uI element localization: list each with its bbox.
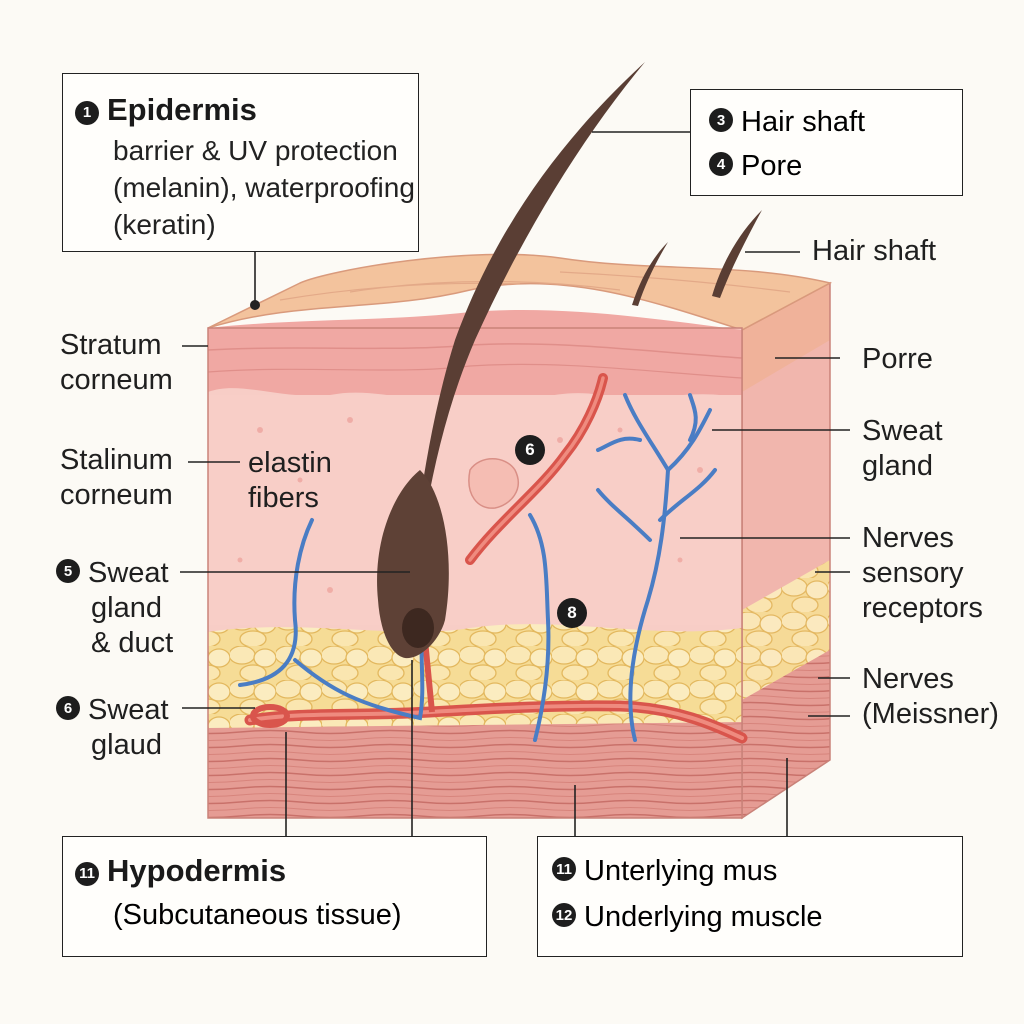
leader-lines — [180, 131, 850, 836]
pore-label: Pore — [741, 150, 803, 182]
hair-shaft-label: Hair shaft — [741, 106, 866, 138]
block-side-face — [741, 281, 831, 820]
nerves-sensory-label: Nerves sensory receptors — [862, 521, 983, 626]
sweat-glaud-label: 6 Sweat glaud — [56, 693, 169, 763]
epidermis-desc-line: (keratin) — [113, 209, 216, 240]
number-badge: 1 — [75, 100, 99, 125]
number-badge: 12 — [552, 903, 576, 928]
label-text: Sweat — [88, 694, 169, 726]
label-line: corneum — [60, 479, 173, 511]
nerves-meissner-label: Nerves (Meissner) — [862, 662, 999, 732]
hair-follicle — [377, 62, 645, 659]
underlying-muscle-label: Underlying muscle — [584, 901, 823, 933]
label-line: Stratum — [60, 329, 162, 361]
label-line: (Meissner) — [862, 698, 999, 730]
label-line: glaud — [91, 729, 162, 761]
elastin-fibers-label: elastin fibers — [248, 446, 332, 516]
sebaceous-gland — [468, 458, 519, 509]
sweat-gland-duct-label: 5 Sweat gland & duct — [56, 556, 173, 661]
porre-label: Porre — [862, 343, 933, 375]
marker-6: 6 — [515, 435, 545, 465]
label-line: fibers — [248, 482, 319, 514]
sweat-gland-side-label: Sweat gland — [862, 414, 943, 484]
muscle-callout-box: 11 Unterlying mus 12 Underlying muscle — [537, 836, 963, 957]
epidermis-callout-box: 1 Epidermis barrier & UV protection (mela… — [62, 73, 419, 252]
label-line: 5 Sweat — [56, 556, 173, 591]
label-text: Sweat — [88, 557, 169, 589]
small-hair-shaft — [712, 210, 762, 298]
label-line: receptors — [862, 592, 983, 624]
hypodermis-subtitle: (Subcutaneous tissue) — [113, 899, 402, 931]
stratum-corneum-label: Stratum corneum — [60, 328, 173, 398]
label-line: & duct — [91, 627, 174, 659]
small-hair-shaft — [632, 242, 668, 306]
number-badge: 5 — [56, 559, 80, 584]
hypodermis-callout-box: 11 Hypodermis (Subcutaneous tissue) — [62, 836, 487, 957]
number-badge: 11 — [75, 861, 99, 886]
underlying-muscle-label: Unterlying mus — [584, 855, 778, 887]
label-line: gland — [91, 592, 162, 624]
stalinum-corneum-label: Stalinum corneum — [60, 443, 173, 513]
epidermis-title: Epidermis — [107, 92, 257, 127]
label-line: Stalinum — [60, 444, 173, 476]
hypodermis-title: Hypodermis — [107, 853, 287, 888]
label-line: gland — [862, 450, 933, 482]
number-badge: 3 — [709, 108, 733, 133]
label-line: elastin — [248, 447, 332, 479]
label-line: Nerves — [862, 522, 954, 554]
hair-callout-box: 3 Hair shaft 4 Pore — [690, 89, 963, 196]
label-line: 6 Sweat — [56, 693, 169, 728]
nerves — [238, 393, 717, 742]
epidermis-desc-line: (melanin), waterproofing — [113, 172, 415, 203]
block-front-face — [207, 310, 743, 819]
number-badge: 4 — [709, 152, 733, 177]
label-line: corneum — [60, 364, 173, 396]
epidermis-pointer-dot — [250, 300, 260, 310]
label-line: Nerves — [862, 663, 954, 695]
hair-shaft-side-label: Hair shaft — [812, 235, 937, 267]
blood-vessels — [244, 373, 748, 744]
label-line: Sweat — [862, 415, 943, 447]
marker-8: 8 — [557, 598, 587, 628]
number-badge: 6 — [56, 696, 80, 721]
label-line: sensory — [862, 557, 964, 589]
epidermis-desc-line: barrier & UV protection — [113, 135, 398, 166]
number-badge: 11 — [552, 857, 576, 882]
